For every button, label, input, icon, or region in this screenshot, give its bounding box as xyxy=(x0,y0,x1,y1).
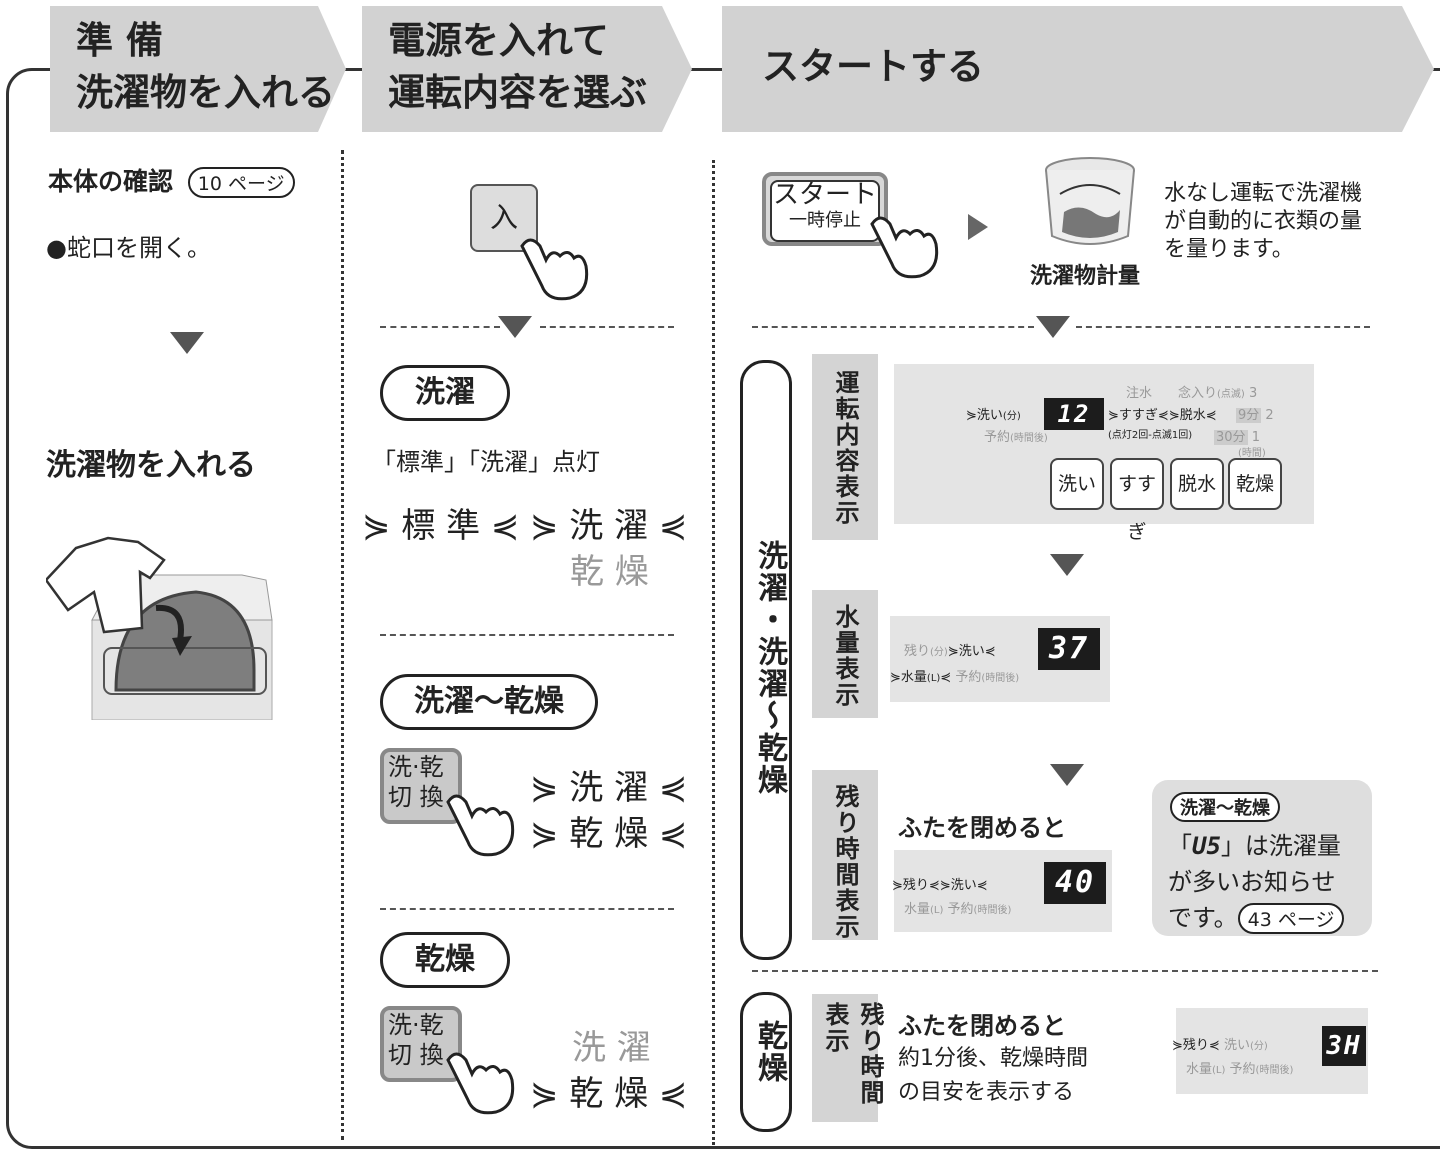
remain-wash-indicator: 残り(分)⋟洗い⋞ xyxy=(904,644,996,659)
wash-section-label: 洗濯・洗濯〜乾燥 xyxy=(752,540,787,796)
step2-title-line1: 電源を入れて xyxy=(388,19,609,62)
panel-label-box xyxy=(812,994,878,1122)
finger-press-icon xyxy=(520,238,589,301)
load-laundry-title: 洗濯物を入れる xyxy=(46,448,256,483)
flow-arrow-down-icon xyxy=(1036,316,1070,338)
divider-dash xyxy=(752,326,1034,328)
level-2: 9分 2 xyxy=(1236,408,1274,423)
panel-label-box xyxy=(812,590,878,718)
indicator-dry-lit: ⋟ 乾 燥 ⋞ xyxy=(530,1074,688,1114)
wash-section-bracket xyxy=(740,360,792,960)
wash-dry-switch-button[interactable]: 洗·乾切 換 xyxy=(380,1006,462,1082)
rinse-spin-indicator: ⋟すすぎ⋞⋟脱水⋞ xyxy=(1108,408,1217,423)
divider-dash xyxy=(752,970,1378,972)
divider-dash xyxy=(380,326,500,328)
page-ref-10[interactable]: 10 ページ xyxy=(187,167,295,198)
divider-dash xyxy=(380,908,674,910)
step3-title: スタートする xyxy=(762,45,984,88)
note-title: 洗濯〜乾燥 xyxy=(1170,792,1280,822)
finger-press-icon xyxy=(870,216,939,279)
indicator-wash-lit: ⋟ 洗 濯 ⋞ xyxy=(530,768,688,808)
quick-label: 念入り(点滅) 3 xyxy=(1178,386,1258,401)
water-reserve-indicator: ⋟水量(L)⋞ 予約(時間後) xyxy=(890,670,1020,685)
mode-pill-wash-dry: 洗濯〜乾燥 xyxy=(380,674,598,730)
panel-label-box xyxy=(812,354,878,540)
indicator-standard-lit: ⋟ 標 準 ⋞ xyxy=(362,506,520,546)
step1-header-bg xyxy=(50,6,346,132)
column-divider-2 xyxy=(712,160,715,1145)
note-line1: 「U5」は洗濯量 xyxy=(1168,832,1341,860)
panel-label-box xyxy=(812,770,878,940)
note-line2: が多いお知らせ xyxy=(1168,868,1336,896)
mode-pill-dry: 乾燥 xyxy=(380,932,510,988)
spin-button[interactable]: 脱水 xyxy=(1170,458,1224,510)
panel4-label: 残り時間表示 xyxy=(821,1002,884,1106)
dry-desc-line1: 約1分後、乾燥時間 xyxy=(898,1046,1088,1071)
rinse-note: (点灯2回-点滅1回) xyxy=(1108,430,1193,441)
step2-title-line2: 運転内容を選ぶ xyxy=(388,71,647,114)
lcd-display: 3H xyxy=(1322,1026,1366,1066)
finger-press-icon xyxy=(446,794,515,857)
water-label: 注水 xyxy=(1126,386,1153,401)
flow-arrow-down-icon xyxy=(1050,764,1084,786)
dry-button[interactable]: 乾燥 xyxy=(1228,458,1282,510)
wash-button[interactable]: 洗い xyxy=(1050,458,1104,510)
reserve-indicator: 予約(時間後) xyxy=(984,430,1048,445)
dry-desc-line2: の目安を表示する xyxy=(898,1080,1075,1105)
flow-arrow-down-icon xyxy=(1050,554,1084,576)
page-ref-43[interactable]: 43 ページ xyxy=(1237,903,1345,934)
panel1-label: 運転内容表示 xyxy=(831,370,859,526)
flow-arrow-down-icon xyxy=(170,332,204,354)
measure-label: 洗濯物計量 xyxy=(1030,264,1141,289)
dry-section-bracket xyxy=(740,992,792,1132)
water-reserve-indicator: 水量(L) 予約(時間後) xyxy=(1186,1062,1294,1077)
washer-loading-illustration xyxy=(46,536,273,720)
wash-indicator: ⋟洗い(分) xyxy=(966,408,1021,423)
close-lid-text: ふたを閉めると xyxy=(898,1012,1066,1040)
dry-section-label: 乾燥 xyxy=(752,1020,787,1084)
mode-pill-wash: 洗濯 xyxy=(380,365,510,421)
flow-arrow-down-icon xyxy=(498,316,532,338)
lcd-display: 40 xyxy=(1044,862,1106,904)
indicator-dry-unlit: 乾 燥 xyxy=(570,552,649,592)
start-pause-button[interactable]: スタート 一時停止 xyxy=(762,172,888,246)
wash-dry-switch-button[interactable]: 洗·乾切 換 xyxy=(380,748,462,824)
rinse-button[interactable]: すすぎ xyxy=(1110,458,1164,543)
body-check-title: 本体の確認 10 ページ xyxy=(48,162,295,198)
divider-dash xyxy=(380,634,674,636)
panel2-label: 水量表示 xyxy=(831,604,859,708)
lcd-display: 37 xyxy=(1038,628,1100,670)
remain-wash-indicator: ⋟残り⋞⋟洗い⋞ xyxy=(892,878,988,893)
column-divider-1 xyxy=(341,150,344,1140)
indicator-wash-unlit: 洗 濯 xyxy=(572,1028,651,1068)
indicator-dry-lit: ⋟ 乾 燥 ⋞ xyxy=(530,814,688,854)
panel3-label: 残り時間表示 xyxy=(831,784,859,940)
step1-title-line2: 洗濯物を入れる xyxy=(76,71,335,114)
level-1: 30分 1 xyxy=(1214,430,1260,445)
step1-title-line1: 準 備 xyxy=(76,19,163,62)
divider-dash xyxy=(540,326,674,328)
measure-description: 水なし運転で洗濯機 が自動的に衣類の量 を量ります。 xyxy=(1164,181,1363,262)
hours-label: (時間) xyxy=(1238,448,1266,459)
flow-arrow-right-icon xyxy=(968,214,988,240)
step3-header-bg xyxy=(722,6,1434,132)
note-line3: です。43 ページ xyxy=(1168,898,1345,934)
remain-wash-indicator: ⋟残り⋞ 洗い(分) xyxy=(1172,1038,1268,1053)
lcd-display: 12 xyxy=(1044,398,1104,430)
wash-mode-note: 「標準」「洗濯」点灯 xyxy=(372,448,600,476)
finger-press-icon xyxy=(446,1052,515,1115)
close-lid-text: ふたを閉めると xyxy=(898,814,1066,842)
step2-header-bg xyxy=(362,6,692,132)
power-button[interactable]: 入 xyxy=(470,184,538,252)
divider-dash xyxy=(1076,326,1370,328)
water-reserve-indicator: 水量(L) 予約(時間後) xyxy=(904,902,1012,917)
faucet-instruction: ●蛇口を開く。 xyxy=(46,234,211,262)
drum-measuring-icon xyxy=(1045,157,1135,245)
indicator-wash-lit: ⋟ 洗 濯 ⋞ xyxy=(530,506,688,546)
